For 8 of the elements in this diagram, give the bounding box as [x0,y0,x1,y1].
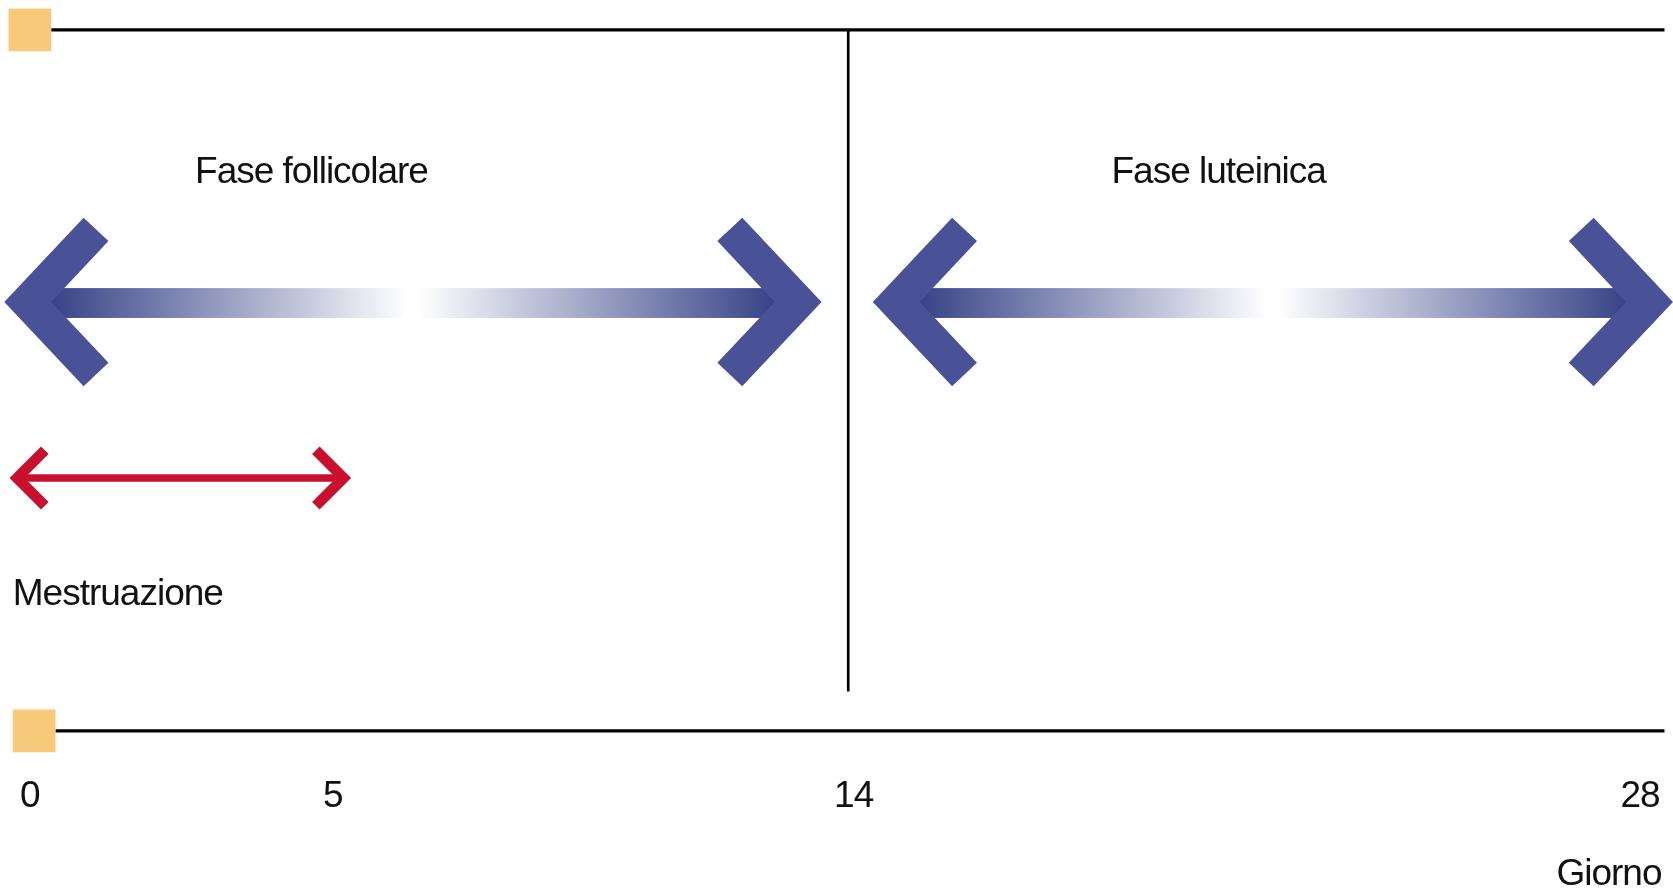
tick-label: 14 [834,776,874,814]
phase-label: Fase luteinica [1111,152,1326,190]
axis-label: Giorno [1556,854,1662,892]
phase-label: Fase follicolare [195,152,428,190]
tick-label: 5 [322,776,343,814]
tick-label: 28 [1620,776,1660,814]
tick-label: 0 [19,776,40,814]
period-label: Mestruazione [12,573,223,611]
